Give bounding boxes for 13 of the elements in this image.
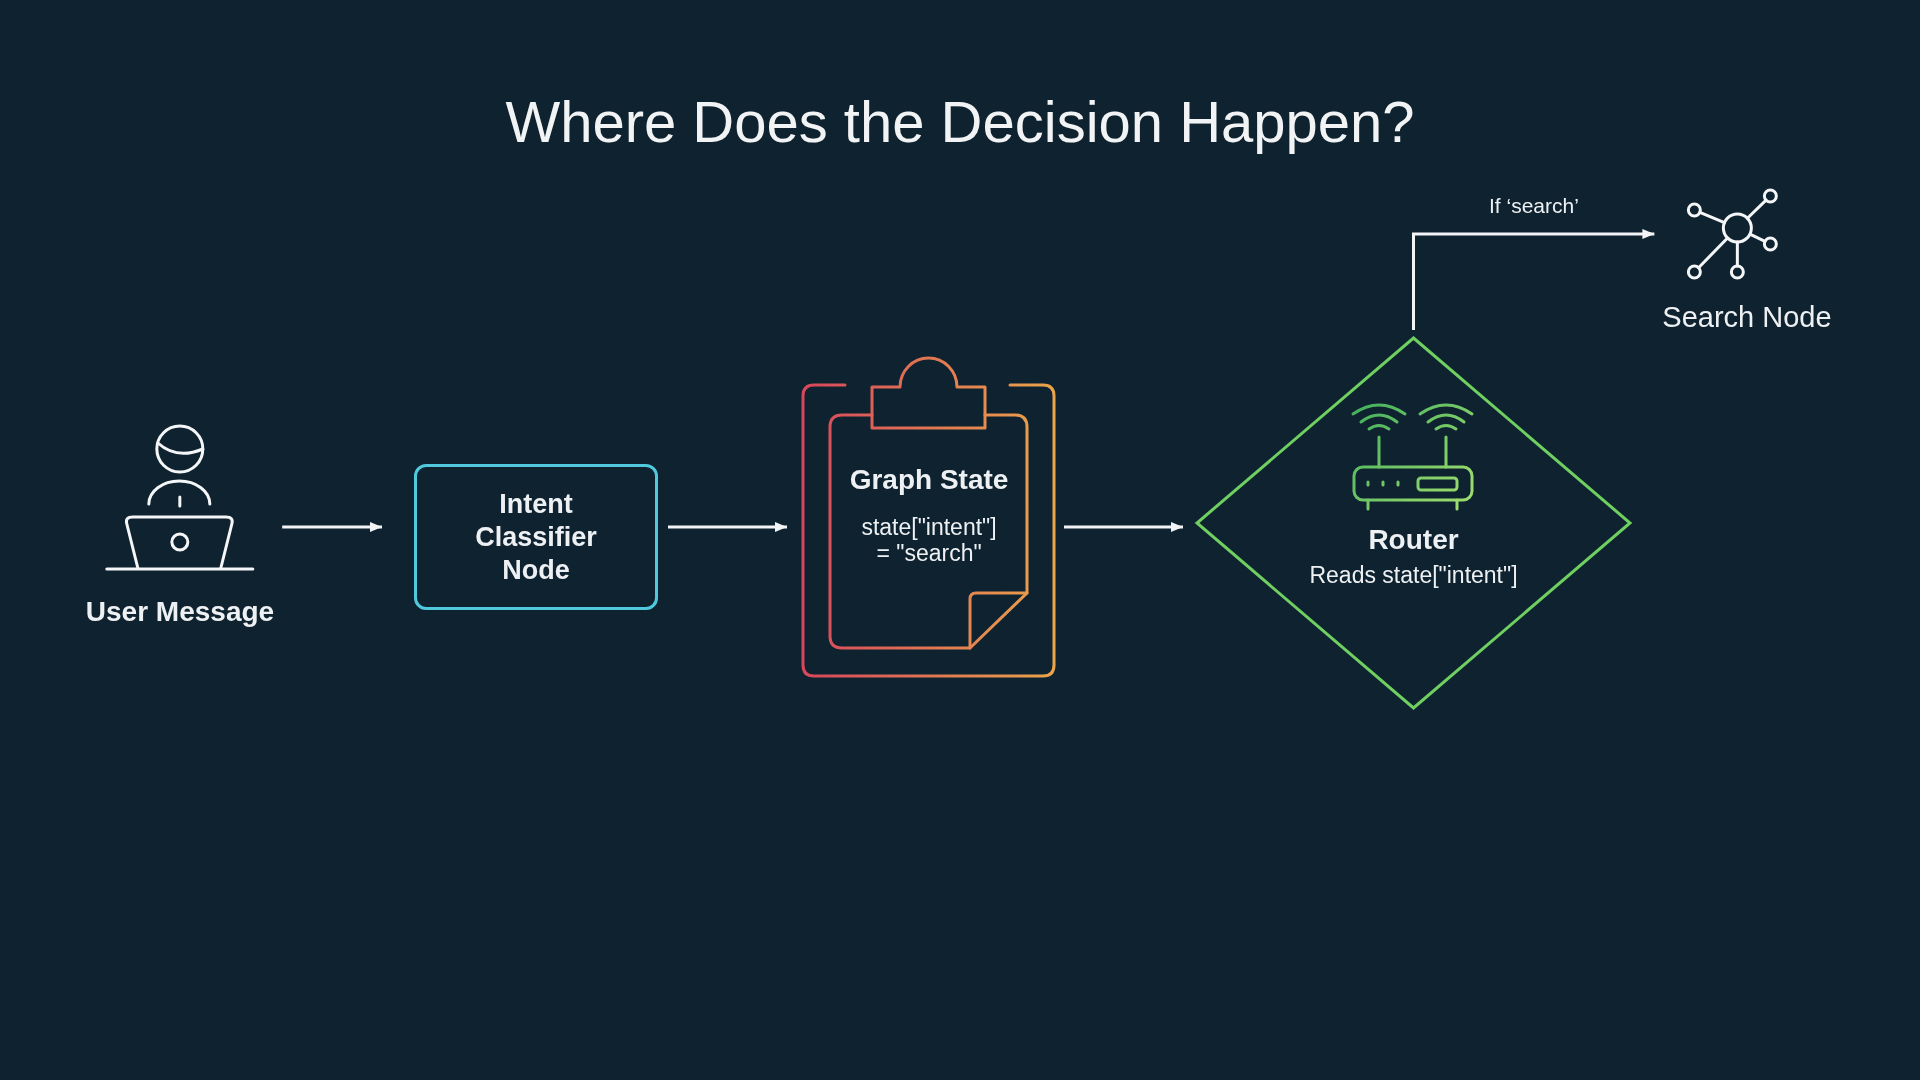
process-box <box>414 464 658 610</box>
node-title: Graph State <box>849 463 1009 497</box>
code-text: state["intent"] = "search" <box>860 514 998 566</box>
node-label: User Message <box>85 595 275 629</box>
title: Where Does the Decision Happen? <box>505 88 1415 156</box>
node-label: Search Node <box>1662 300 1832 335</box>
node-title: Router <box>1368 523 1459 557</box>
arrow <box>282 522 382 532</box>
node-text: Reads state["intent"] <box>1309 562 1518 588</box>
arrow <box>1412 229 1655 330</box>
arrow <box>668 522 787 532</box>
node-label: Intent Classifier Node <box>474 487 598 587</box>
arrow <box>1064 522 1183 532</box>
